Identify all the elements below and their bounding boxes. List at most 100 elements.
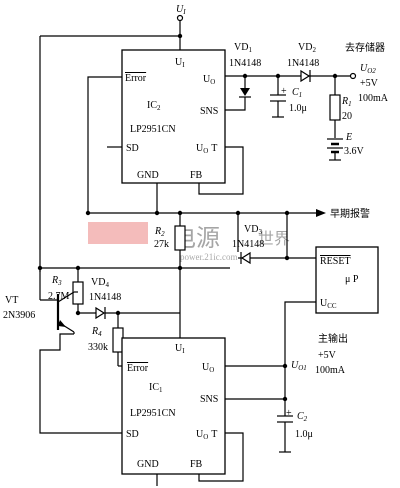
vd1-part: 1N4148 — [229, 58, 261, 69]
svg-text:VD4: VD4 — [91, 277, 109, 289]
mcu-name: μ P — [345, 274, 359, 285]
ic2-pin-fb: FB — [190, 170, 203, 181]
vt-collector-wire — [39, 333, 122, 434]
ic1-name: IC — [149, 382, 159, 393]
battery-name: E — [345, 132, 352, 143]
memory-output: 去存储器 UO2 +5V 100mA — [345, 41, 389, 104]
vd2-name: VD — [298, 42, 312, 53]
svg-text:R4: R4 — [91, 326, 102, 338]
supply-sub: I — [182, 8, 186, 16]
ic1-pin-uo: U — [196, 429, 204, 440]
main-output-title: 主输出 — [318, 332, 348, 345]
ic2-pin-error: Error — [125, 73, 147, 84]
vd1-diode: VD1 1N4148 — [225, 42, 261, 111]
battery-e: E 3.6V — [327, 132, 365, 161]
vd3-name: VD — [244, 224, 258, 235]
ic1-output-wire — [225, 365, 286, 400]
c2-value: 1.0μ — [295, 429, 313, 440]
ic2-pin-sd: SD — [126, 143, 139, 154]
ic2-pin-uo: U — [196, 143, 204, 154]
ic1-pin-fb: FB — [190, 459, 203, 470]
c1-name: C — [292, 87, 299, 98]
watermark-logo-block — [88, 222, 118, 244]
svg-text:VD1: VD1 — [234, 42, 252, 54]
supply-label: U — [176, 4, 184, 15]
mcu-body — [315, 246, 379, 314]
svg-text:IC1: IC1 — [149, 382, 163, 394]
svg-text:R1: R1 — [341, 96, 352, 108]
vd1-name: VD — [234, 42, 248, 53]
ic2-pin-gnd: GND — [137, 170, 159, 181]
r4-name: R — [91, 326, 98, 337]
early-warning-label: 早期报警 — [330, 207, 370, 220]
r4-resistor: R4 330k — [88, 313, 124, 367]
vd4-name: VD — [91, 277, 105, 288]
vd2-diode: VD2 1N4148 — [287, 42, 319, 83]
r3-resistor: R3 2.7M — [48, 268, 84, 313]
r2-name: R — [154, 226, 161, 237]
svg-text:UOT: UOT — [196, 429, 217, 441]
svg-text:UI: UI — [175, 57, 185, 69]
svg-text:UI: UI — [176, 4, 186, 16]
svg-text:R2: R2 — [154, 226, 165, 238]
c2-name: C — [297, 411, 304, 422]
svg-text:UO2: UO2 — [360, 63, 376, 75]
watermark-url: power.21ic.com — [180, 252, 238, 262]
svg-text:UO: UO — [202, 362, 214, 374]
mcu-reset-pin: RESET — [320, 256, 351, 267]
battery-value: 3.6V — [344, 146, 365, 157]
c1-capacitor: + C1 1.0μ — [270, 76, 307, 118]
svg-text:UO1: UO1 — [291, 360, 307, 372]
svg-text:R3: R3 — [51, 275, 62, 287]
memory-output-label: U — [360, 63, 368, 74]
ic2-name: IC — [147, 100, 157, 111]
ic1-body — [121, 337, 226, 475]
ic1-part: LP2951CN — [130, 408, 176, 419]
ic2-pin-sns: SNS — [200, 106, 218, 117]
r2-resistor: R2 27k — [154, 213, 186, 268]
ic2-pin-in: U — [175, 57, 183, 68]
ic1-pin-in: U — [175, 343, 183, 354]
supply-terminal: UI — [176, 4, 186, 22]
r2-value: 27k — [154, 239, 169, 250]
watermark-logo-block-2 — [118, 222, 148, 244]
main-output-voltage: +5V — [318, 350, 337, 361]
c1-value: 1.0μ — [289, 103, 307, 114]
svg-text:VD2: VD2 — [298, 42, 316, 54]
r3-name: R — [51, 275, 58, 286]
main-output: 主输出 UO1 +5V 100mA — [291, 332, 348, 376]
mcu-vcc: U — [320, 298, 328, 309]
ic2-error-wire — [87, 76, 122, 213]
vd4-diode: VD4 1N4148 — [78, 277, 180, 320]
watermark-tagline: 世界 — [258, 230, 290, 248]
ic1-pin-error: Error — [127, 363, 149, 374]
r1-name: R — [341, 96, 348, 107]
vt-part: 2N3906 — [3, 310, 35, 321]
vd4-part: 1N4148 — [89, 292, 121, 303]
vd2-part: 1N4148 — [287, 58, 319, 69]
ic2-body — [121, 49, 226, 184]
memory-output-current: 100mA — [358, 93, 389, 104]
svg-text:VD3: VD3 — [244, 224, 262, 236]
svg-text:IC2: IC2 — [147, 100, 161, 112]
svg-text:C1: C1 — [292, 87, 302, 99]
vt-name: VT — [5, 295, 18, 306]
ic2-pin-t: T — [211, 143, 217, 154]
r1-resistor: R1 20 — [329, 76, 352, 138]
microcontroller: RESET μ P UCC — [315, 246, 379, 314]
vd3-diode: VD3 1N4148 — [232, 213, 316, 265]
ic2-part: LP2951CN — [130, 124, 176, 135]
ic1-pin-gnd: GND — [137, 459, 159, 470]
ic1-pin-sd: SD — [126, 429, 139, 440]
c2-polarity: + — [286, 408, 292, 419]
ic1-pin-out: U — [202, 362, 210, 373]
svg-text:UOT: UOT — [196, 143, 217, 155]
ic2-pin-out: U — [203, 74, 211, 85]
ic1-pin-sns: SNS — [200, 394, 218, 405]
svg-text:UI: UI — [175, 343, 185, 355]
vt-transistor: VT 2N3906 — [3, 268, 122, 434]
main-output-label: U — [291, 360, 299, 371]
